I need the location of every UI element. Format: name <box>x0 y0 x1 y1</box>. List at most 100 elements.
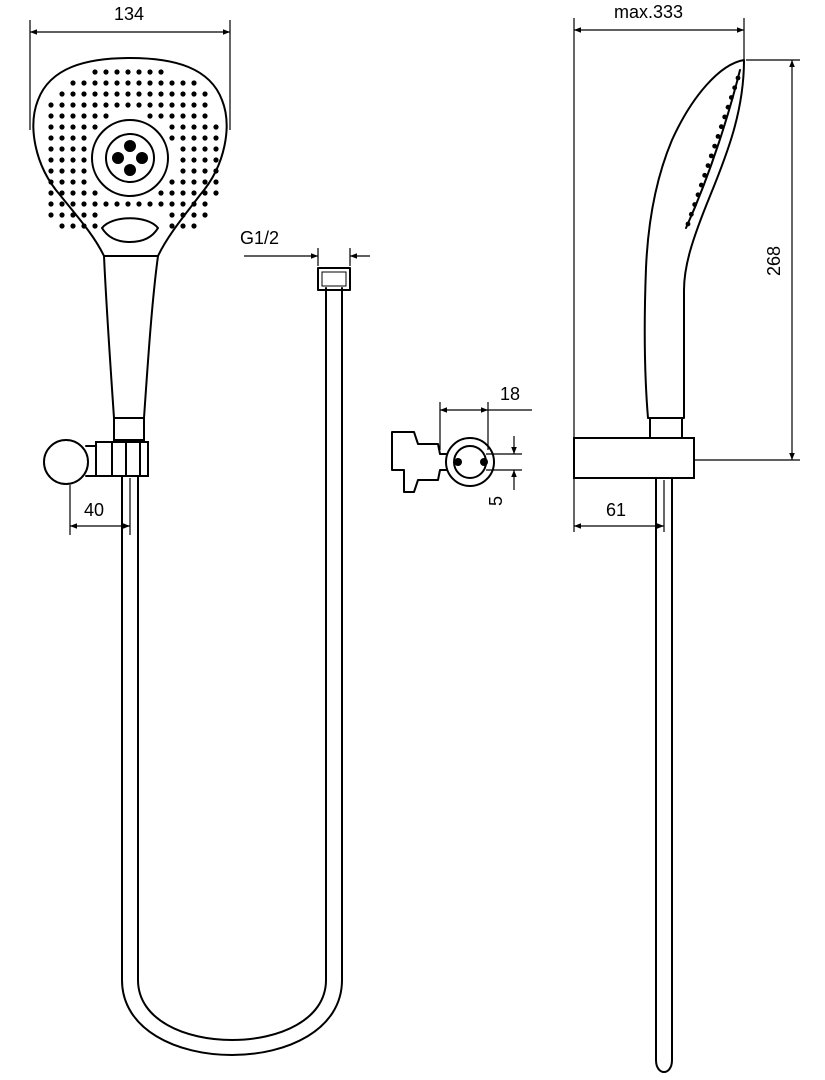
nozzle-dot <box>169 102 175 108</box>
nozzle-dot <box>213 146 219 152</box>
nozzle-dot <box>103 91 109 97</box>
nozzle-dot <box>180 179 186 185</box>
nozzle-dot <box>81 102 87 108</box>
nozzle-dot <box>48 190 54 196</box>
nozzle-dot <box>92 223 98 229</box>
nozzle-dot <box>81 179 87 185</box>
nozzle-dot <box>695 192 701 198</box>
nozzle-dot <box>70 113 76 119</box>
nozzle-dot <box>59 223 65 229</box>
nozzle-dot <box>202 190 208 196</box>
nozzle-dot <box>191 179 197 185</box>
nozzle-dot <box>191 212 197 218</box>
nozzle-dot <box>202 212 208 218</box>
nozzle-dot <box>81 168 87 174</box>
nozzle-dot <box>70 102 76 108</box>
nozzle-dot <box>114 80 120 86</box>
nozzle-dot <box>202 157 208 163</box>
nozzle-dot <box>735 75 741 81</box>
nozzle-dot <box>708 153 714 159</box>
nozzle-dot <box>191 168 197 174</box>
nozzle-dot <box>169 212 175 218</box>
nozzle-dot <box>59 212 65 218</box>
nozzle-dot <box>202 201 208 207</box>
nozzle-dot <box>48 212 54 218</box>
nozzle-dot <box>48 157 54 163</box>
nozzle-dot <box>48 135 54 141</box>
nozzle-dot <box>59 102 65 108</box>
nozzle-dot <box>180 223 186 229</box>
nozzle-dot <box>81 223 87 229</box>
nozzle-dot <box>685 221 691 227</box>
nozzle-dot <box>70 190 76 196</box>
nozzle-dot <box>202 124 208 130</box>
nozzle-dot <box>114 91 120 97</box>
nozzle-dot <box>718 124 724 130</box>
nozzle-dot <box>92 102 98 108</box>
nozzle-dot <box>70 212 76 218</box>
nozzle-dot <box>103 201 109 207</box>
nozzle-dot <box>125 91 131 97</box>
nozzle-dot <box>191 223 197 229</box>
nozzle-dot <box>59 146 65 152</box>
nozzle-dot <box>158 201 164 207</box>
dim-holder-offset: 40 <box>84 500 104 520</box>
nozzle-dot <box>158 91 164 97</box>
nozzle-dot <box>48 146 54 152</box>
nozzle-dot <box>147 91 153 97</box>
nozzle-dot <box>191 124 197 130</box>
nozzle-dot <box>202 168 208 174</box>
nozzle-dot <box>180 124 186 130</box>
dim-pin-spacing: 18 <box>500 384 520 404</box>
wall-holder-front: 40 <box>43 417 149 535</box>
nozzle-dot <box>59 124 65 130</box>
spray-nozzle-dots <box>48 69 219 229</box>
nozzle-dot <box>81 91 87 97</box>
nozzle-dot <box>169 135 175 141</box>
nozzle-dot <box>180 201 186 207</box>
nozzle-dot <box>81 212 87 218</box>
nozzle-dot <box>70 168 76 174</box>
nozzle-dot <box>169 80 175 86</box>
nozzle-dot <box>147 102 153 108</box>
nozzle-dot <box>92 113 98 119</box>
nozzle-dot <box>70 124 76 130</box>
nozzle-dot <box>70 179 76 185</box>
nozzle-dot <box>136 201 142 207</box>
nozzle-dot <box>180 102 186 108</box>
nozzle-dot <box>725 104 731 110</box>
nozzle-dot <box>59 113 65 119</box>
nozzle-dot <box>147 201 153 207</box>
nozzle-dot <box>688 211 694 217</box>
shower-side-view: max.333 268 61 <box>573 2 800 1073</box>
nozzle-dot <box>125 102 131 108</box>
nozzle-dot <box>702 172 708 178</box>
nozzle-dot <box>147 80 153 86</box>
nozzle-dot <box>103 102 109 108</box>
nozzle-dot <box>158 80 164 86</box>
nozzle-dot <box>191 190 197 196</box>
nozzle-dot <box>70 157 76 163</box>
nozzle-dot <box>169 179 175 185</box>
nozzle-dot <box>92 69 98 75</box>
nozzle-dot <box>191 146 197 152</box>
dim-connector-thread: G1/2 <box>240 228 279 248</box>
nozzle-dot <box>180 212 186 218</box>
nozzle-dot <box>81 135 87 141</box>
nozzle-dot <box>59 168 65 174</box>
nozzle-dot <box>169 223 175 229</box>
nozzle-dot <box>213 124 219 130</box>
nozzle-dot <box>180 146 186 152</box>
nozzle-dot <box>48 102 54 108</box>
nozzle-dot <box>136 80 142 86</box>
nozzle-dot <box>732 85 738 91</box>
nozzle-dot <box>191 113 197 119</box>
nozzle-dot <box>169 91 175 97</box>
nozzle-dot <box>59 135 65 141</box>
nozzle-dot <box>191 157 197 163</box>
nozzle-dot <box>158 102 164 108</box>
nozzle-dot <box>81 146 87 152</box>
dim-head-width: 134 <box>114 4 144 24</box>
nozzle-dot <box>92 201 98 207</box>
nozzle-dot <box>70 91 76 97</box>
